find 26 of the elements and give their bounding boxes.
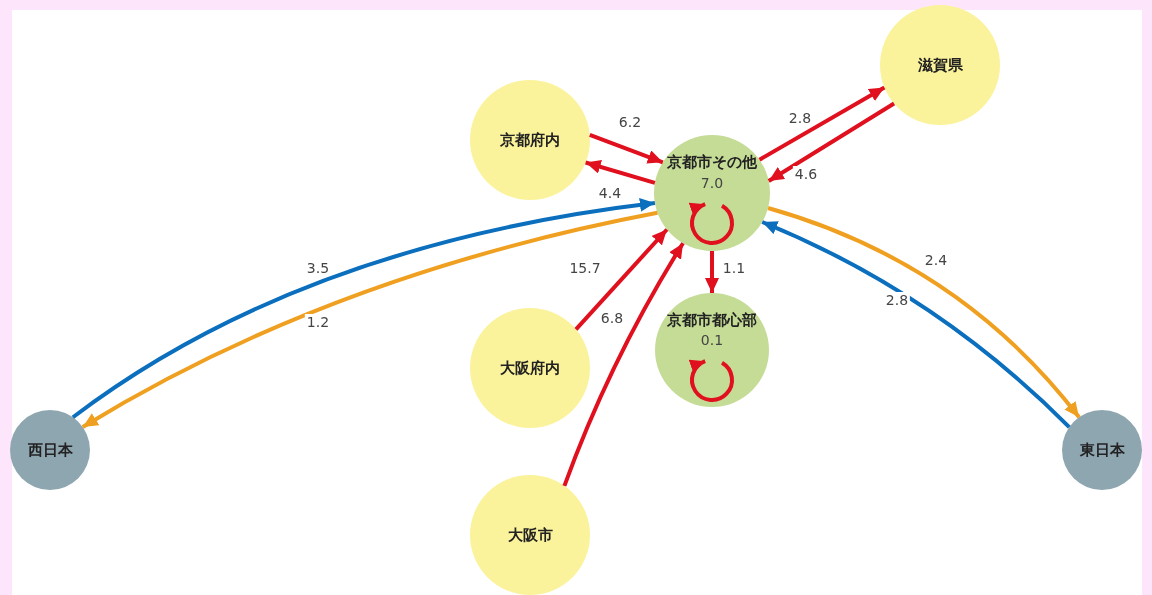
region-name: 東日本 (1079, 440, 1125, 460)
edge-label: 2.4 (922, 252, 950, 268)
arrow (589, 132, 664, 165)
edge-label: 4.6 (792, 166, 820, 182)
region-name: 京都市都心部 (667, 311, 757, 330)
edge-label: 6.8 (598, 310, 626, 326)
region-name: 京都府内 (500, 130, 560, 150)
arrow (761, 220, 1071, 429)
region-name: 京都市その他 (667, 153, 757, 172)
region-name: 滋賀県 (917, 55, 963, 75)
arrow (574, 228, 669, 331)
region-name: 大阪府内 (500, 358, 560, 378)
arrow (562, 242, 685, 487)
region-name: 西日本 (27, 440, 73, 460)
loop-arrow (688, 359, 734, 402)
region-name: 大阪市 (507, 525, 553, 545)
arrow (585, 160, 656, 185)
edge-label: 7.0 (698, 175, 726, 191)
edge-label: 4.4 (596, 185, 624, 201)
edge-label: 2.8 (883, 292, 911, 308)
arrow (705, 251, 719, 293)
edge-label: 2.8 (786, 110, 814, 126)
arrow (767, 101, 896, 183)
loop-arrow (688, 202, 734, 245)
arrow (767, 206, 1081, 419)
arrow (758, 85, 886, 162)
